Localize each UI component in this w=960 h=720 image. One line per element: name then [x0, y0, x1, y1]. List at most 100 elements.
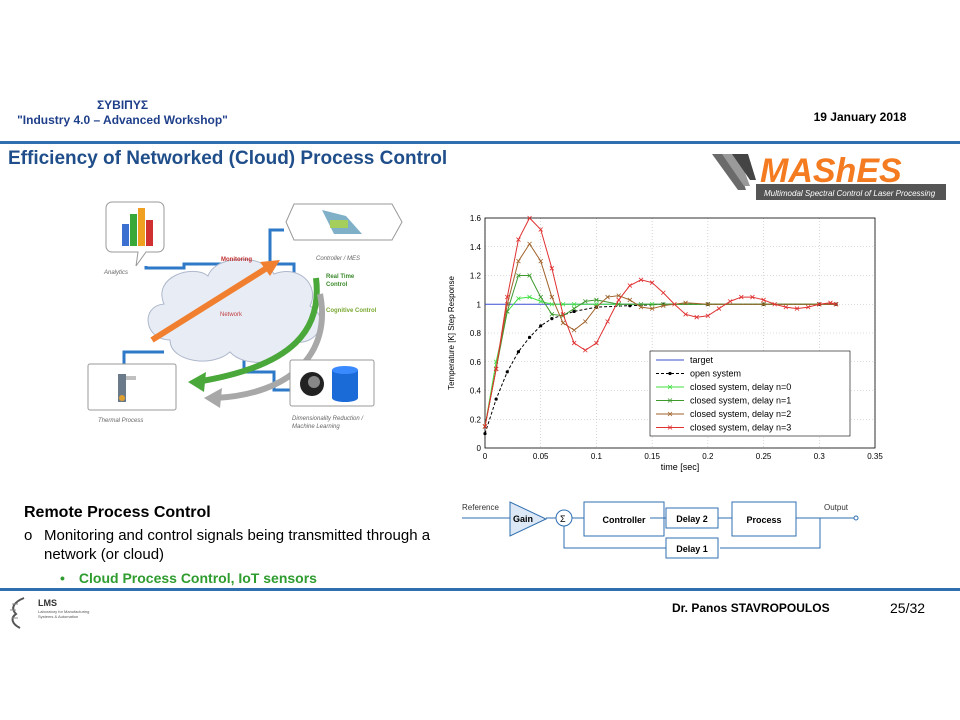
gain-block: [509, 501, 548, 537]
network-label: Network: [220, 312, 243, 318]
series-marker-5: [705, 313, 711, 319]
series-marker-5: [783, 304, 789, 310]
chart-plot-area: [484, 217, 876, 449]
series-marker-4: [538, 258, 543, 264]
block-reference-label: Reference: [462, 503, 499, 512]
series-marker-1: [494, 397, 498, 401]
bullet-text: Monitoring and control signals being tra…: [44, 527, 431, 563]
y-tick-label: 0.8: [470, 329, 482, 338]
header-title: ΣΥΒΙΠΥΣ "Industry 4.0 – Advanced Worksho…: [0, 98, 245, 128]
series-marker-5: [761, 297, 766, 303]
series-marker-4: [571, 327, 577, 333]
series-marker-5: [828, 300, 833, 306]
series-marker-5: [739, 294, 744, 300]
legend-label-0: target: [690, 355, 714, 365]
chart-legend: target open system closed system, delay n=…: [649, 350, 851, 437]
series-marker-3: [571, 306, 577, 311]
series-marker-4: [705, 301, 711, 307]
series-marker-4: [627, 297, 633, 303]
footer-author: Dr. Panos STAVROPOULOS: [672, 601, 830, 615]
series-marker-5: [638, 277, 644, 283]
series-marker-4: [527, 241, 532, 247]
series-marker-5: [649, 280, 655, 285]
series-marker-5: [750, 294, 755, 300]
legend-marker-3: [667, 398, 673, 403]
series-marker-4: [549, 294, 555, 300]
analytics-label: Analytics: [103, 270, 128, 276]
series-marker-4: [661, 303, 666, 308]
controller-block-label: Controller: [602, 515, 645, 525]
legend-label-5: closed system, delay n=3: [690, 423, 791, 433]
chart-series: [482, 215, 839, 436]
series-marker-5: [571, 340, 577, 346]
series-marker-1: [483, 432, 487, 436]
series-marker-5: [538, 227, 543, 232]
series-marker-5: [661, 290, 666, 296]
y-tick-label: 0.6: [470, 358, 482, 367]
controller-block: [583, 501, 665, 537]
logo-tagline: Multimodal Spectral Control of Laser Pro…: [764, 189, 936, 198]
bar-chart-icon: [122, 208, 153, 246]
series-marker-5: [694, 314, 699, 320]
gain-label: Gain: [513, 514, 533, 524]
y-tick-label: 0.4: [470, 387, 482, 396]
x-tick-label: 0.3: [814, 452, 826, 461]
series-marker-2: [527, 294, 532, 300]
dimred-label-2: Machine Learning: [292, 424, 340, 430]
control-block-diagram: Reference Gain Σ Controller Delay 2 Proc…: [462, 501, 859, 559]
bottom-divider: [0, 588, 960, 591]
sub-bullet: •Cloud Process Control, IoT sensors: [60, 570, 317, 586]
realtime-label-1: Real Time: [326, 274, 355, 280]
series-marker-4: [594, 304, 599, 310]
series-marker-1: [505, 370, 509, 374]
y-tick-label: 1.6: [470, 214, 482, 223]
slide-title: Efficiency of Networked (Cloud) Process …: [8, 148, 448, 169]
y-tick-label: 1.4: [470, 243, 482, 252]
process-block: [731, 501, 797, 537]
series-marker-2: [516, 296, 521, 301]
series-marker-5: [516, 237, 521, 242]
legend-marker-1: [668, 371, 672, 376]
series-marker-1: [628, 304, 632, 308]
series-marker-5: [716, 306, 722, 311]
x-tick-label: 0.05: [533, 452, 549, 461]
legend-marker-4: [667, 411, 673, 417]
delay2-label: Delay 2: [676, 514, 708, 524]
brain-head-icon: [300, 372, 324, 396]
series-marker-5: [805, 304, 811, 310]
series-marker-5: [605, 319, 610, 324]
legend-box: [649, 350, 851, 437]
thermal-process-box: [87, 363, 177, 411]
series-marker-4: [683, 300, 688, 306]
mashes-logo-graphic: MAShES Multimodal Spectral Control of La…: [712, 152, 946, 200]
sum-label: Σ: [560, 514, 566, 524]
series-marker-4: [649, 306, 655, 311]
legend-label-1: open system: [690, 369, 741, 379]
series-line-4: [484, 242, 836, 427]
series-marker-5: [616, 297, 621, 303]
series-marker-3: [538, 294, 543, 300]
series-marker-3: [527, 273, 532, 278]
series-marker-4: [560, 320, 566, 326]
y-tick-label: 1: [477, 300, 482, 309]
realtime-control-arrow: [195, 277, 320, 385]
monitoring-arrow: [150, 263, 272, 343]
factory-icon: [322, 210, 362, 234]
series-marker-5: [627, 283, 633, 288]
series-marker-1: [572, 309, 576, 314]
series-marker-5: [594, 340, 599, 346]
x-tick-label: 0.35: [867, 452, 883, 461]
series-marker-5: [549, 266, 555, 271]
x-tick-label: 0.1: [591, 452, 603, 461]
y-tick-label: 0: [477, 444, 482, 453]
lms-logo-text: LMS: [38, 598, 57, 608]
cognitive-label: Cognitive Control: [326, 308, 377, 314]
series-marker-4: [583, 319, 588, 324]
series-marker-5: [833, 301, 839, 307]
x-tick-label: 0.2: [702, 452, 714, 461]
series-marker-5: [583, 347, 588, 353]
legend-label-2: closed system, delay n=0: [690, 382, 791, 392]
series-marker-2: [560, 301, 566, 307]
